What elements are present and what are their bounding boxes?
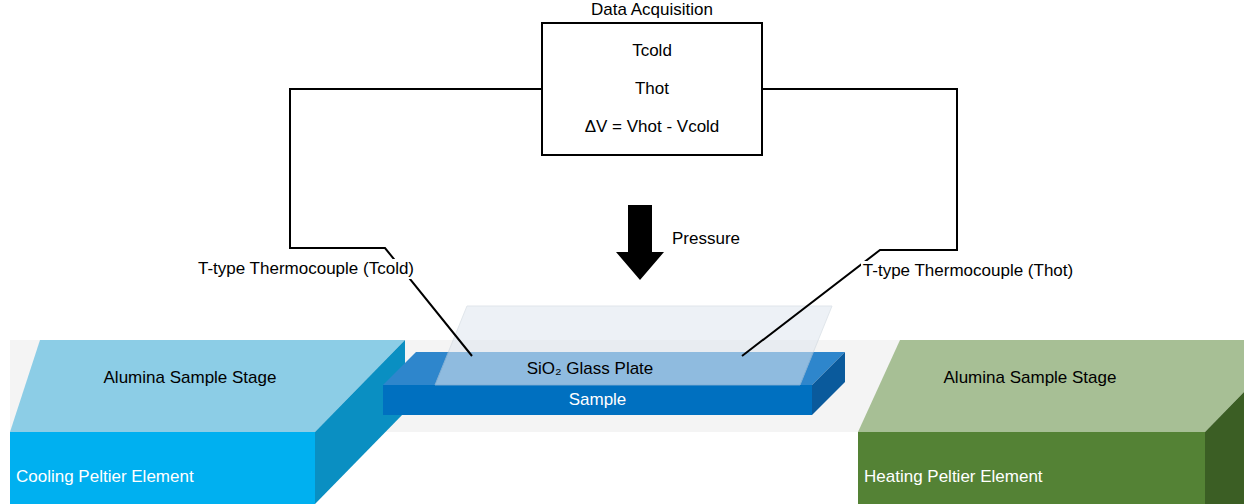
cooling-peltier-side xyxy=(315,340,405,504)
node-label: Thot xyxy=(635,79,669,99)
node-label: SiO₂ Glass Plate xyxy=(527,359,654,379)
thermocouple-wire xyxy=(290,89,541,356)
cooling-peltier-front xyxy=(10,432,315,504)
thermocouple-label: T-type Thermocouple (Tcold) xyxy=(196,259,416,279)
node-label: Alumina Sample Stage xyxy=(944,368,1117,388)
stage-label-area: Alumina Sample Stage xyxy=(40,364,340,392)
node-label: ΔV = Vhot - Vcold xyxy=(585,117,720,137)
heating-peltier-front xyxy=(858,432,1205,504)
force-label: Pressure xyxy=(672,229,740,249)
node-label: Heating Peltier Element xyxy=(864,467,1043,487)
node-label: Tcold xyxy=(632,41,672,61)
sample-side xyxy=(812,352,845,415)
thermocouple-wire xyxy=(742,89,957,356)
node-label: Alumina Sample Stage xyxy=(104,368,277,388)
glass-plate xyxy=(435,306,832,385)
peltier-box: Heating Peltier Element xyxy=(858,462,1205,492)
box-heading: Data Acquisition xyxy=(591,0,713,20)
pressure-arrow xyxy=(616,205,664,280)
node-label: Cooling Peltier Element xyxy=(16,467,194,487)
glass-plate-area: SiO₂ Glass Plate xyxy=(460,356,720,382)
heating-peltier-side xyxy=(1205,392,1244,504)
alumina-stage-top xyxy=(858,340,1244,432)
daq-box: Data AcquisitionTcoldThotΔV = Vhot - Vco… xyxy=(541,22,763,156)
stage-label-area: Alumina Sample Stage xyxy=(880,364,1180,392)
peltier-box: Cooling Peltier Element xyxy=(10,462,315,492)
thermocouple-label: T-type Thermocouple (Thot) xyxy=(861,261,1075,281)
sample-front xyxy=(383,385,812,415)
node-label: Sample xyxy=(569,390,627,410)
sample-box: Sample xyxy=(383,387,812,413)
